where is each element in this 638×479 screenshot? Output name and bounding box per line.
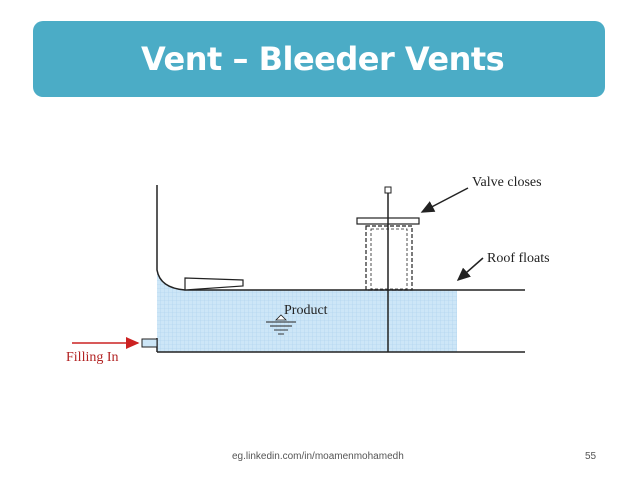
vent-housing xyxy=(365,225,413,291)
vent-stem-cap xyxy=(384,186,392,194)
liquid-level-symbol xyxy=(266,314,296,335)
roof-floats-label: Roof floats xyxy=(487,251,550,266)
page-number: 55 xyxy=(585,451,597,462)
filling-in-label: Filling In xyxy=(66,350,119,365)
roof-floats-arrow xyxy=(456,257,484,281)
tank-left-wall xyxy=(156,185,186,291)
footer-source: eg.linkedin.com/in/moamenmohamedh xyxy=(232,451,404,462)
vent-housing-inner xyxy=(370,228,408,290)
floating-roof-pontoon xyxy=(184,277,244,291)
product-label: Product xyxy=(284,303,328,318)
slide-title: Vent – Bleeder Vents xyxy=(141,40,505,78)
inlet-nozzle xyxy=(141,338,158,348)
valve-closes-arrow xyxy=(420,187,469,213)
title-banner: Vent – Bleeder Vents xyxy=(33,21,605,97)
valve-closes-label: Valve closes xyxy=(472,175,542,190)
